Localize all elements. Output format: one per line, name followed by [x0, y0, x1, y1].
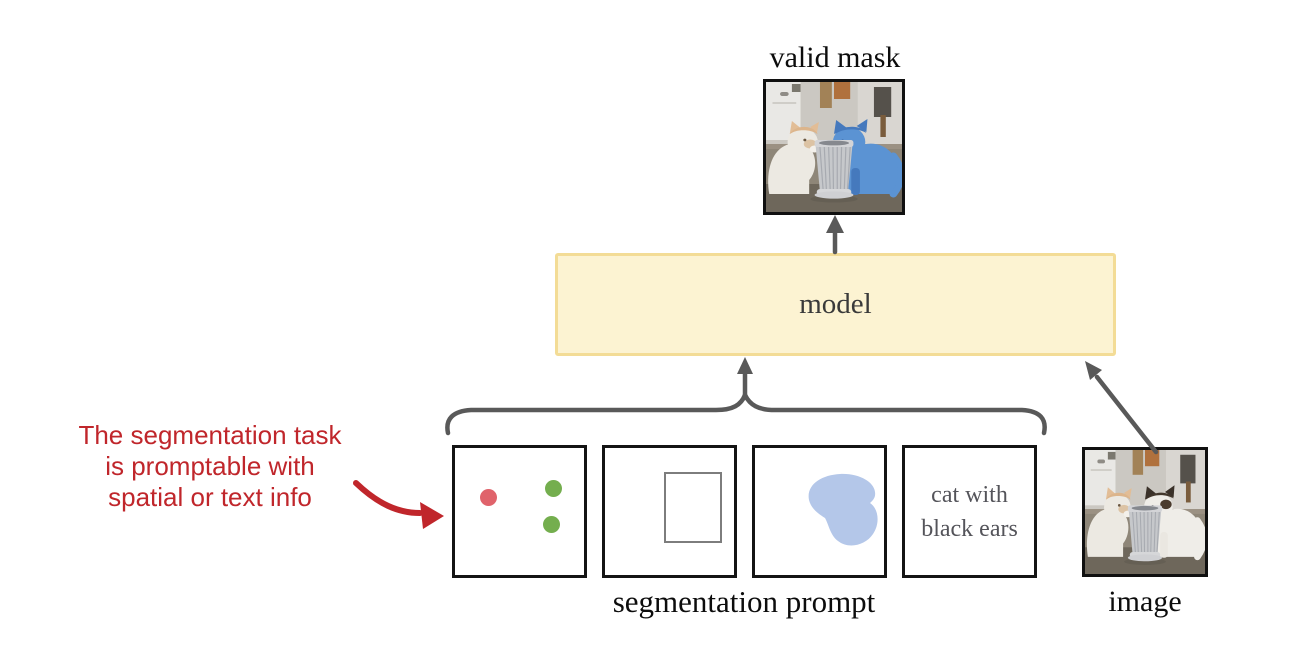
arrow-model-to-mask: [826, 215, 844, 255]
segmentation-prompt-label: segmentation prompt: [612, 584, 876, 619]
point-prompt-dot-green-1: [545, 480, 562, 497]
arrow-image-to-model: [1085, 361, 1159, 455]
prompt-box-points: [452, 445, 587, 578]
input-image: [1082, 447, 1208, 577]
prompt-box-bbox: [602, 445, 737, 578]
valid-mask-label: valid mask: [769, 41, 901, 74]
image-label: image: [1108, 585, 1182, 618]
prompt-box-mask: [752, 445, 887, 578]
text-prompt-line-2: black ears: [921, 515, 1018, 542]
valid-mask-scene: [766, 82, 902, 212]
text-prompt-line-1: cat with: [931, 481, 1008, 508]
model-label: model: [799, 288, 872, 320]
prompt-box-text: cat with black ears: [902, 445, 1037, 578]
model-box: model: [555, 253, 1116, 356]
annotation-line-1: The segmentation task: [78, 420, 342, 450]
point-prompt-dot-green-2: [543, 516, 560, 533]
bbox-prompt-rect: [664, 472, 722, 543]
valid-mask-image: [763, 79, 905, 215]
input-image-scene: [1085, 450, 1205, 574]
brace-prompts: [445, 357, 1047, 436]
mask-prompt-blob: [808, 473, 878, 546]
annotation-text: The segmentation task is promptable with…: [30, 420, 390, 513]
point-prompt-dot-red: [480, 489, 497, 506]
annotation-line-2: is promptable with: [105, 451, 315, 481]
annotation-line-3: spatial or text info: [108, 482, 312, 512]
